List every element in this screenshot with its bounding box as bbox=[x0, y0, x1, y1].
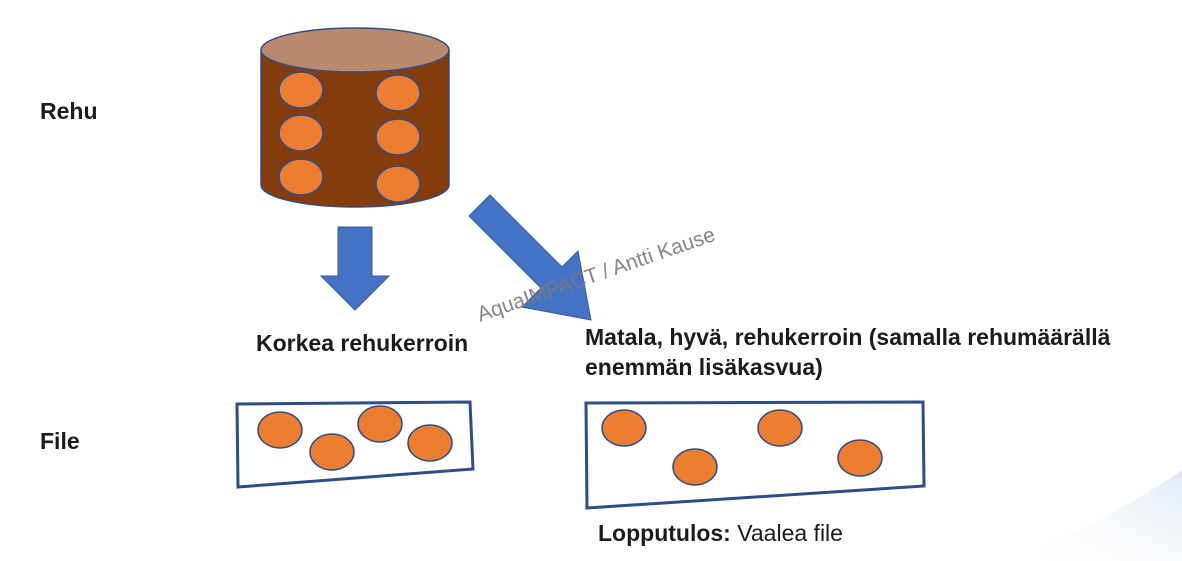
fillet-left bbox=[235, 400, 475, 489]
label-high-feed-ratio: Korkea rehukerroin bbox=[256, 330, 469, 356]
pellet bbox=[757, 409, 803, 447]
result-value: Vaalea file bbox=[730, 520, 843, 546]
pellet bbox=[278, 114, 324, 152]
fillet-right bbox=[584, 400, 926, 510]
pellet bbox=[407, 424, 453, 462]
decorative-swoosh bbox=[1010, 470, 1182, 561]
label-rehu: Rehu bbox=[40, 98, 98, 124]
pellet bbox=[375, 118, 421, 156]
pellet bbox=[375, 74, 421, 112]
pellet bbox=[257, 411, 303, 449]
fillet-outline bbox=[584, 400, 926, 510]
pellet bbox=[278, 71, 324, 109]
pellet bbox=[672, 448, 718, 486]
barrel-top bbox=[260, 27, 450, 73]
pellet bbox=[309, 433, 355, 471]
pellet bbox=[375, 165, 421, 203]
label-low-feed-ratio-line2: enemmän lisäkasvua) bbox=[585, 354, 823, 381]
label-low-feed-ratio-line1: Matala, hyvä, rehukerroin (samalla rehum… bbox=[585, 324, 1111, 350]
result-label: Lopputulos: bbox=[598, 520, 731, 546]
result-text: Lopputulos: Vaalea file bbox=[598, 520, 843, 547]
arrow-down-icon bbox=[319, 226, 391, 311]
pellet bbox=[357, 405, 403, 443]
pellet bbox=[837, 439, 883, 477]
feed-barrel bbox=[260, 27, 450, 208]
pellet bbox=[601, 409, 647, 447]
label-low-feed-ratio: Matala, hyvä, rehukerroin (samalla rehum… bbox=[585, 322, 1110, 383]
pellet bbox=[278, 158, 324, 196]
label-file: File bbox=[40, 428, 80, 454]
arrow-diagonal-icon bbox=[468, 194, 592, 321]
